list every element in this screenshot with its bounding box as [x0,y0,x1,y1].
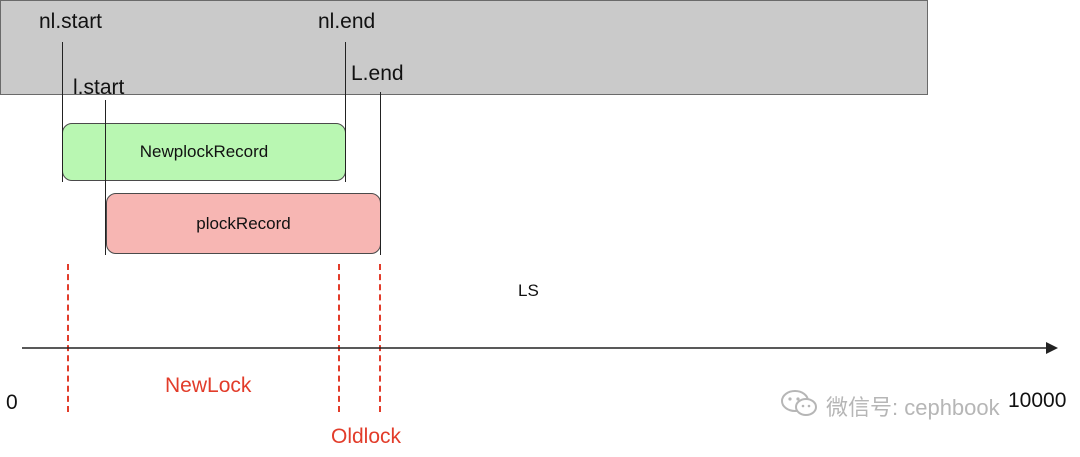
nl-start-label: nl.start [39,10,103,33]
watermark: 微信号: cephbook [780,388,1000,424]
wechat-icon [780,388,820,424]
oldlock-label: Oldlock [331,425,402,448]
axis-max-label: 10000 [1008,389,1067,412]
oldlock-end-guide [379,264,381,412]
plock-record-label: plockRecord [196,213,291,233]
oldlock-start-guide [338,264,340,412]
axis-arrowhead [1046,342,1058,354]
nl-end-label: nl.end [318,10,376,33]
plock-record: plockRecord [106,193,381,254]
l-start-label: l.start [73,76,125,99]
new-plock-record-label: NewplockRecord [139,142,269,161]
ls-label: LS [518,281,539,300]
ls-range [0,0,928,95]
l-end-marker [380,92,381,255]
newlock-label: NewLock [165,374,252,397]
l-start-marker [105,100,106,255]
watermark-text: 微信号: cephbook [826,395,1000,420]
new-plock-record: NewplockRecord [62,123,346,181]
nl-start-marker [62,42,63,182]
newlock-guide [67,264,69,412]
l-end-label: L.end [351,62,404,85]
axis-min-label: 0 [6,391,18,414]
nl-end-marker [345,42,346,182]
